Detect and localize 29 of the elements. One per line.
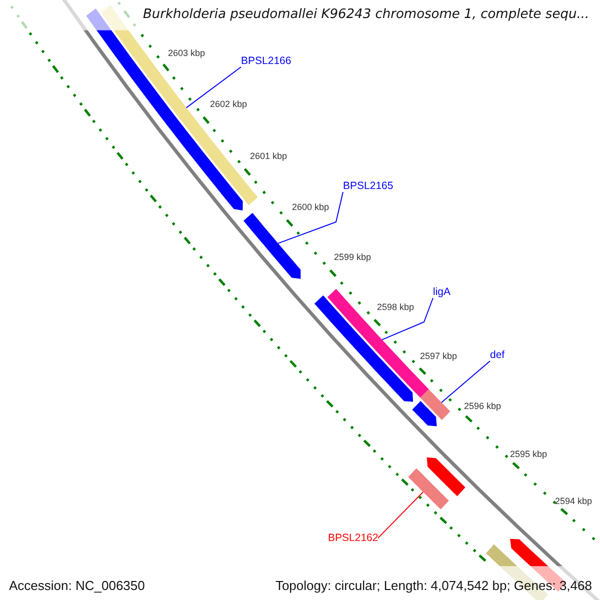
position-label: 2595 kbp [510,449,548,459]
accession-label: Accession: NC_006350 [9,578,145,593]
position-label: 2597 kbp [420,351,458,361]
leader-line [278,192,344,244]
gene-label: ligA [433,286,451,298]
gene-bar [408,468,449,510]
gene-label: BPSL2165 [343,180,394,192]
position-label: 2599 kbp [334,252,372,262]
gene-label: BPSL2166 [241,55,292,67]
sequence-info: Topology: circular; Length: 4,074,542 bp; Genes: 3,468 [275,578,592,593]
leader-line [186,66,242,108]
gene-bar [426,457,466,496]
gene-bar [412,401,437,426]
leader-line [382,298,434,340]
gene-bar [420,389,450,420]
gene-label: def [490,349,505,361]
position-label: 2594 kbp [555,496,592,506]
gene-label: BPSL2162 [328,532,378,544]
title: Burkholderia pseudomallei K96243 chromosome 1, complete sequ... [143,7,590,22]
gene-bar [244,212,301,279]
position-label: 2601 kbp [250,151,288,161]
position-label: 2603 kbp [168,48,206,58]
position-label: 2596 kbp [464,401,502,411]
leader-line [441,360,490,403]
position-label: 2602 kbp [210,99,248,109]
leader-line [378,492,424,538]
position-label: 2598 kbp [377,302,414,312]
gene-bar [314,295,414,402]
position-label: 2600 kbp [292,202,330,212]
